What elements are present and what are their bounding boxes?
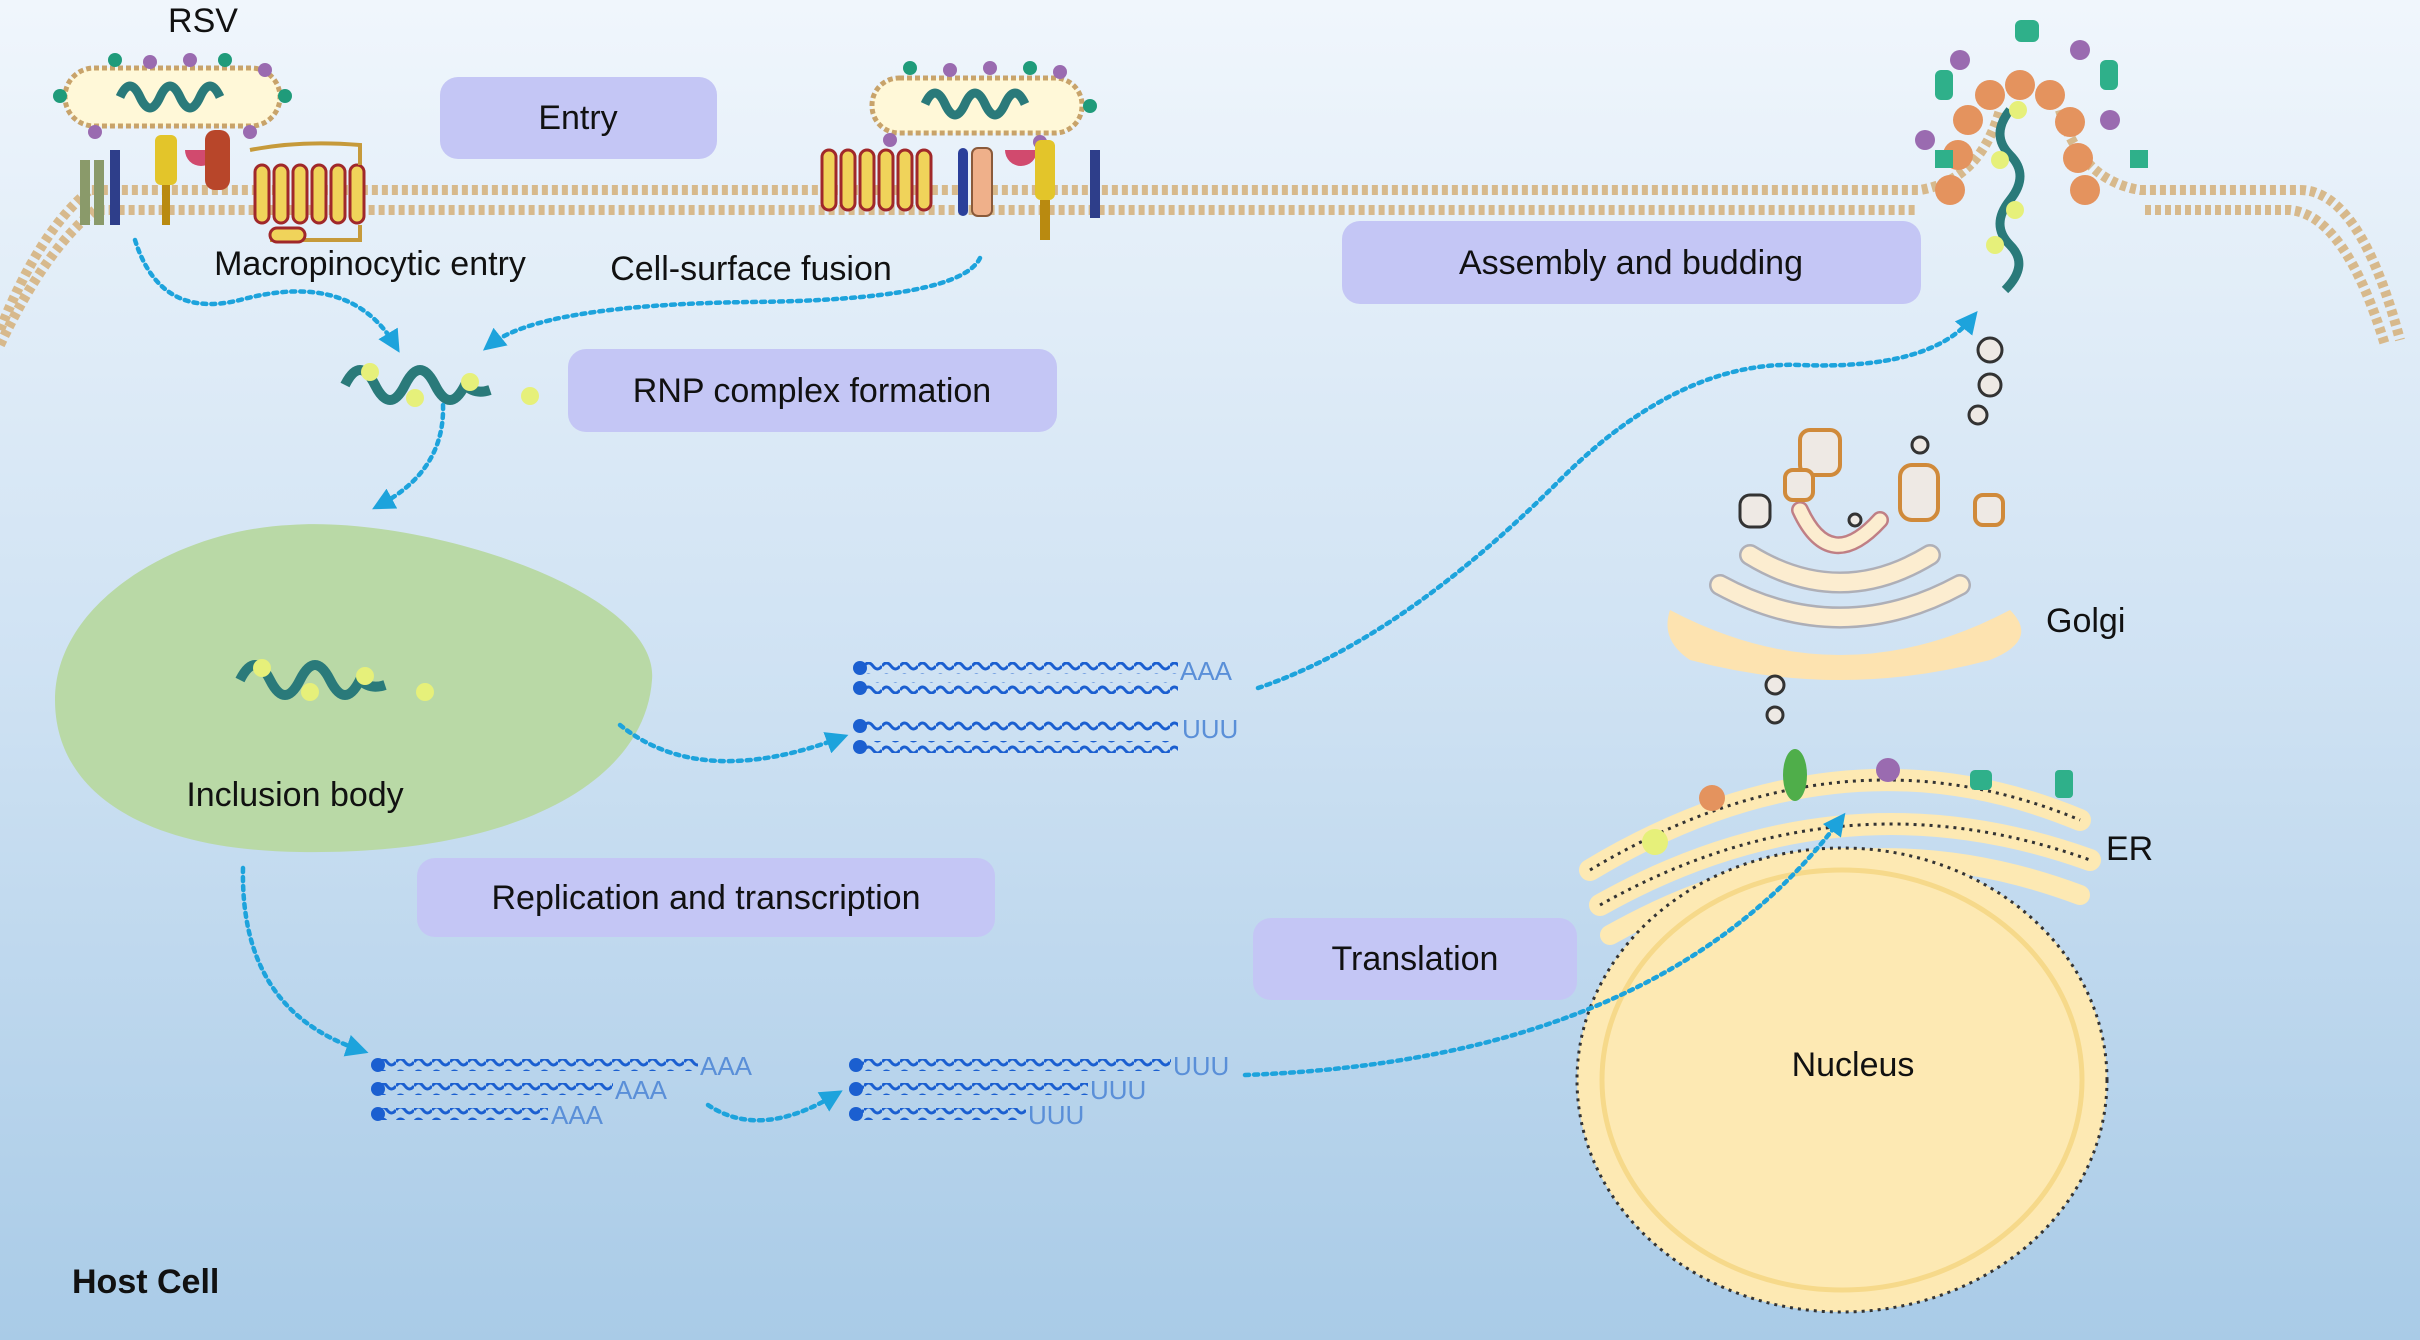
- er-label: ER: [2106, 830, 2153, 868]
- cell-membrane: [0, 108, 2405, 348]
- nucleus-label: Nucleus: [1792, 1046, 1915, 1084]
- rsv-virion-macropinocytic: [53, 53, 366, 244]
- pathway-arrows: [132, 237, 1978, 1123]
- arrow-to-er: [1242, 812, 1846, 1078]
- macropinocytic-entry-label: Macropinocytic entry: [214, 245, 526, 283]
- inclusion-body: Inclusion body: [55, 524, 653, 853]
- receptor-proteins-left: [80, 130, 366, 244]
- rna-tail-uuu: UUU: [1182, 714, 1238, 744]
- arrow-lower-to-lower: [705, 1090, 843, 1123]
- budding-virion: [1915, 20, 2148, 294]
- rna-tail-uuu: UUU: [1090, 1075, 1146, 1105]
- arrow-fusion: [482, 255, 983, 351]
- rsv-label: RSV: [168, 2, 238, 40]
- rna-strands-middle: AAA UUU: [853, 656, 1238, 754]
- step-entry: Entry: [440, 77, 717, 159]
- step-translation: Translation: [1253, 918, 1577, 1000]
- host-cell-label: Host Cell: [72, 1263, 219, 1301]
- nucleus: Nucleus: [1575, 846, 2109, 1314]
- rna-strands-lower-left: AAA AAA AAA: [371, 1051, 753, 1130]
- rna-tail-aaa: AAA: [700, 1051, 753, 1081]
- step-replication-transcription: Replication and transcription: [417, 858, 995, 937]
- golgi-label: Golgi: [2046, 602, 2125, 640]
- arrow-to-inclusion: [372, 402, 446, 510]
- inclusion-body-label: Inclusion body: [186, 776, 403, 814]
- step-rnp-label: RNP complex formation: [633, 372, 991, 410]
- rna-tail-aaa: AAA: [551, 1100, 604, 1130]
- step-translation-label: Translation: [1332, 940, 1499, 978]
- rna-tail-uuu: UUU: [1173, 1051, 1229, 1081]
- rna-tail-aaa: AAA: [615, 1075, 668, 1105]
- step-assembly-label: Assembly and budding: [1459, 244, 1803, 282]
- rnp-complex: [340, 363, 539, 407]
- golgi-apparatus: Golgi: [1667, 336, 2125, 725]
- arrow-to-assembly: [1255, 311, 1978, 691]
- step-replication-label: Replication and transcription: [491, 879, 920, 917]
- rsv-virion-fusion: [820, 61, 1100, 240]
- arrow-macropinocytic: [132, 237, 400, 353]
- rna-strands-lower-right: UUU UUU UUU: [849, 1051, 1229, 1130]
- step-assembly-budding: Assembly and budding: [1342, 221, 1921, 304]
- arrow-to-mid-rna: [617, 722, 849, 764]
- step-entry-label: Entry: [538, 99, 617, 137]
- rna-tail-aaa: AAA: [1180, 656, 1233, 686]
- step-rnp-complex-formation: RNP complex formation: [568, 349, 1057, 432]
- arrow-to-lower-rna: [240, 865, 369, 1057]
- rna-tail-uuu: UUU: [1028, 1100, 1084, 1130]
- cell-surface-fusion-label: Cell-surface fusion: [610, 250, 892, 288]
